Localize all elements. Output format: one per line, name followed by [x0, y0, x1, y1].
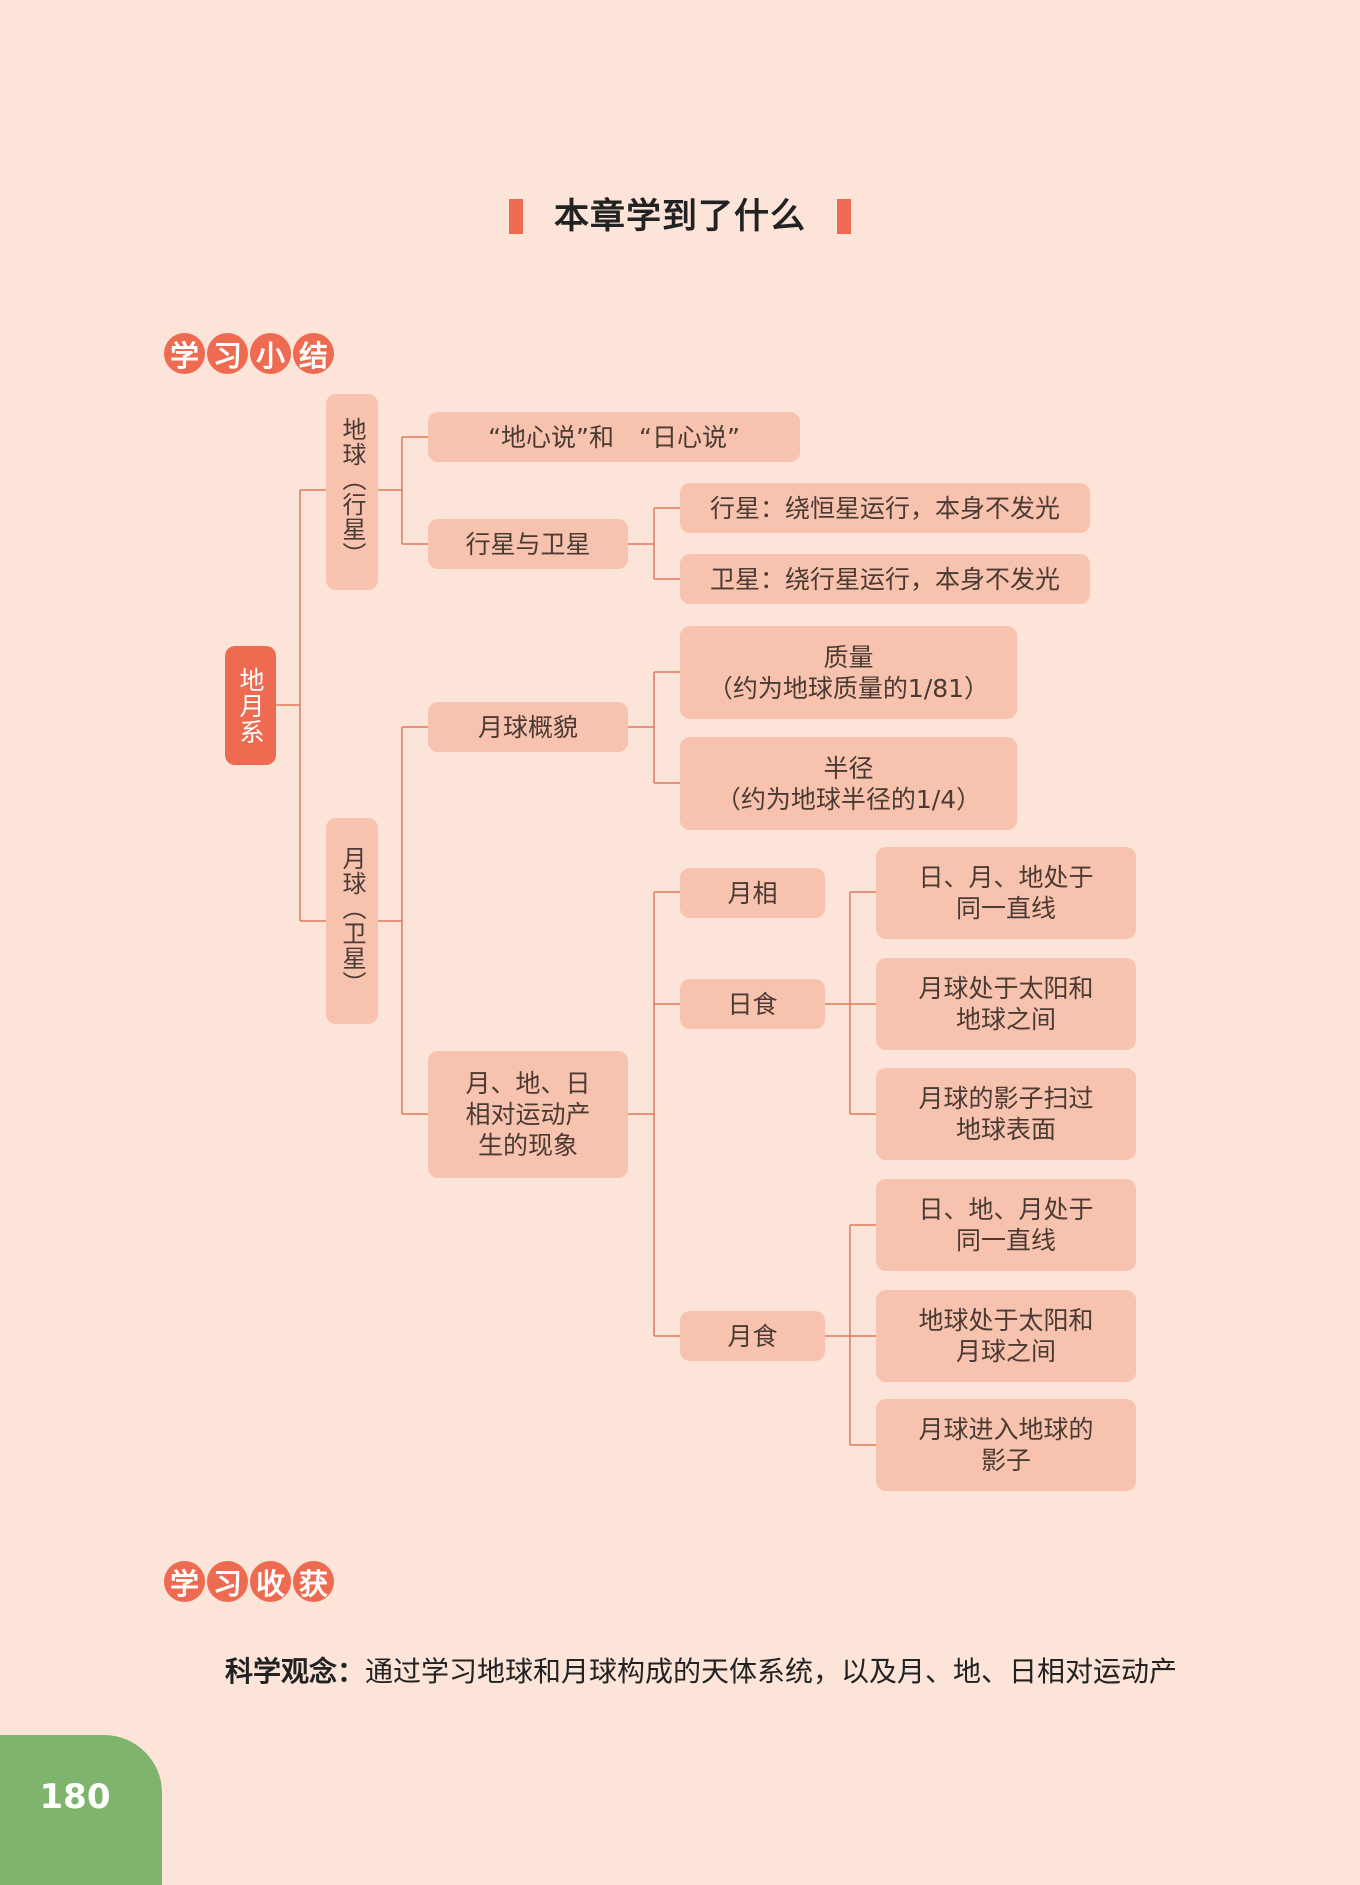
badge-char: 结 — [293, 333, 334, 374]
section-badge-gains: 学 习 收 获 — [164, 1561, 334, 1605]
page-title: 本章学到了什么 — [553, 197, 806, 237]
badge-char: 收 — [250, 1561, 291, 1602]
node-geocentric-heliocentric: “地心说”和 “日心说” — [428, 412, 800, 462]
title-bar-left — [509, 199, 523, 234]
gains-text: 通过学习地球和月球构成的天体系统，以及月、地、日相对运动产 — [365, 1655, 1178, 1688]
section-badge-summary: 学 习 小 结 — [164, 333, 334, 377]
node-earth-planet: 地球（行星） — [326, 394, 378, 590]
node-earth-moon-system: 地月系 — [225, 646, 276, 765]
badge-char: 习 — [207, 1561, 248, 1602]
node-planet-definition: 行星：绕恒星运行，本身不发光 — [680, 483, 1090, 533]
node-lunar-eclipse-shadow: 月球进入地球的 影子 — [876, 1399, 1136, 1491]
node-solar-eclipse: 日食 — [680, 979, 825, 1029]
badge-char: 小 — [250, 333, 291, 374]
page-number-tab: 180 — [0, 1735, 162, 1885]
gains-label: 科学观念： — [225, 1655, 366, 1688]
node-moon-radius: 半径 （约为地球半径的1/4） — [680, 737, 1017, 830]
node-planet-and-satellite: 行星与卫星 — [428, 519, 628, 569]
node-lunar-eclipse-position: 地球处于太阳和 月球之间 — [876, 1290, 1136, 1382]
node-moon-satellite: 月球（卫星） — [326, 818, 378, 1024]
badge-char: 习 — [207, 333, 248, 374]
node-solar-eclipse-alignment: 日、月、地处于 同一直线 — [876, 847, 1136, 939]
node-solar-eclipse-shadow: 月球的影子扫过 地球表面 — [876, 1068, 1136, 1160]
node-relative-motion-phenomena: 月、地、日 相对运动产 生的现象 — [428, 1051, 628, 1178]
node-solar-eclipse-position: 月球处于太阳和 地球之间 — [876, 958, 1136, 1050]
node-moon-phase: 月相 — [680, 868, 825, 918]
page-number: 180 — [39, 1777, 111, 1817]
node-satellite-definition: 卫星：绕行星运行，本身不发光 — [680, 554, 1090, 604]
node-moon-overview: 月球概貌 — [428, 702, 628, 752]
gains-paragraph: 科学观念：通过学习地球和月球构成的天体系统，以及月、地、日相对运动产 — [225, 1652, 1235, 1692]
title-bar-right — [837, 199, 851, 234]
node-moon-mass: 质量 （约为地球质量的1/81） — [680, 626, 1017, 719]
badge-char: 学 — [164, 333, 205, 374]
badge-char: 学 — [164, 1561, 205, 1602]
node-lunar-eclipse: 月食 — [680, 1311, 825, 1361]
node-lunar-eclipse-alignment: 日、地、月处于 同一直线 — [876, 1179, 1136, 1271]
badge-char: 获 — [293, 1561, 334, 1602]
